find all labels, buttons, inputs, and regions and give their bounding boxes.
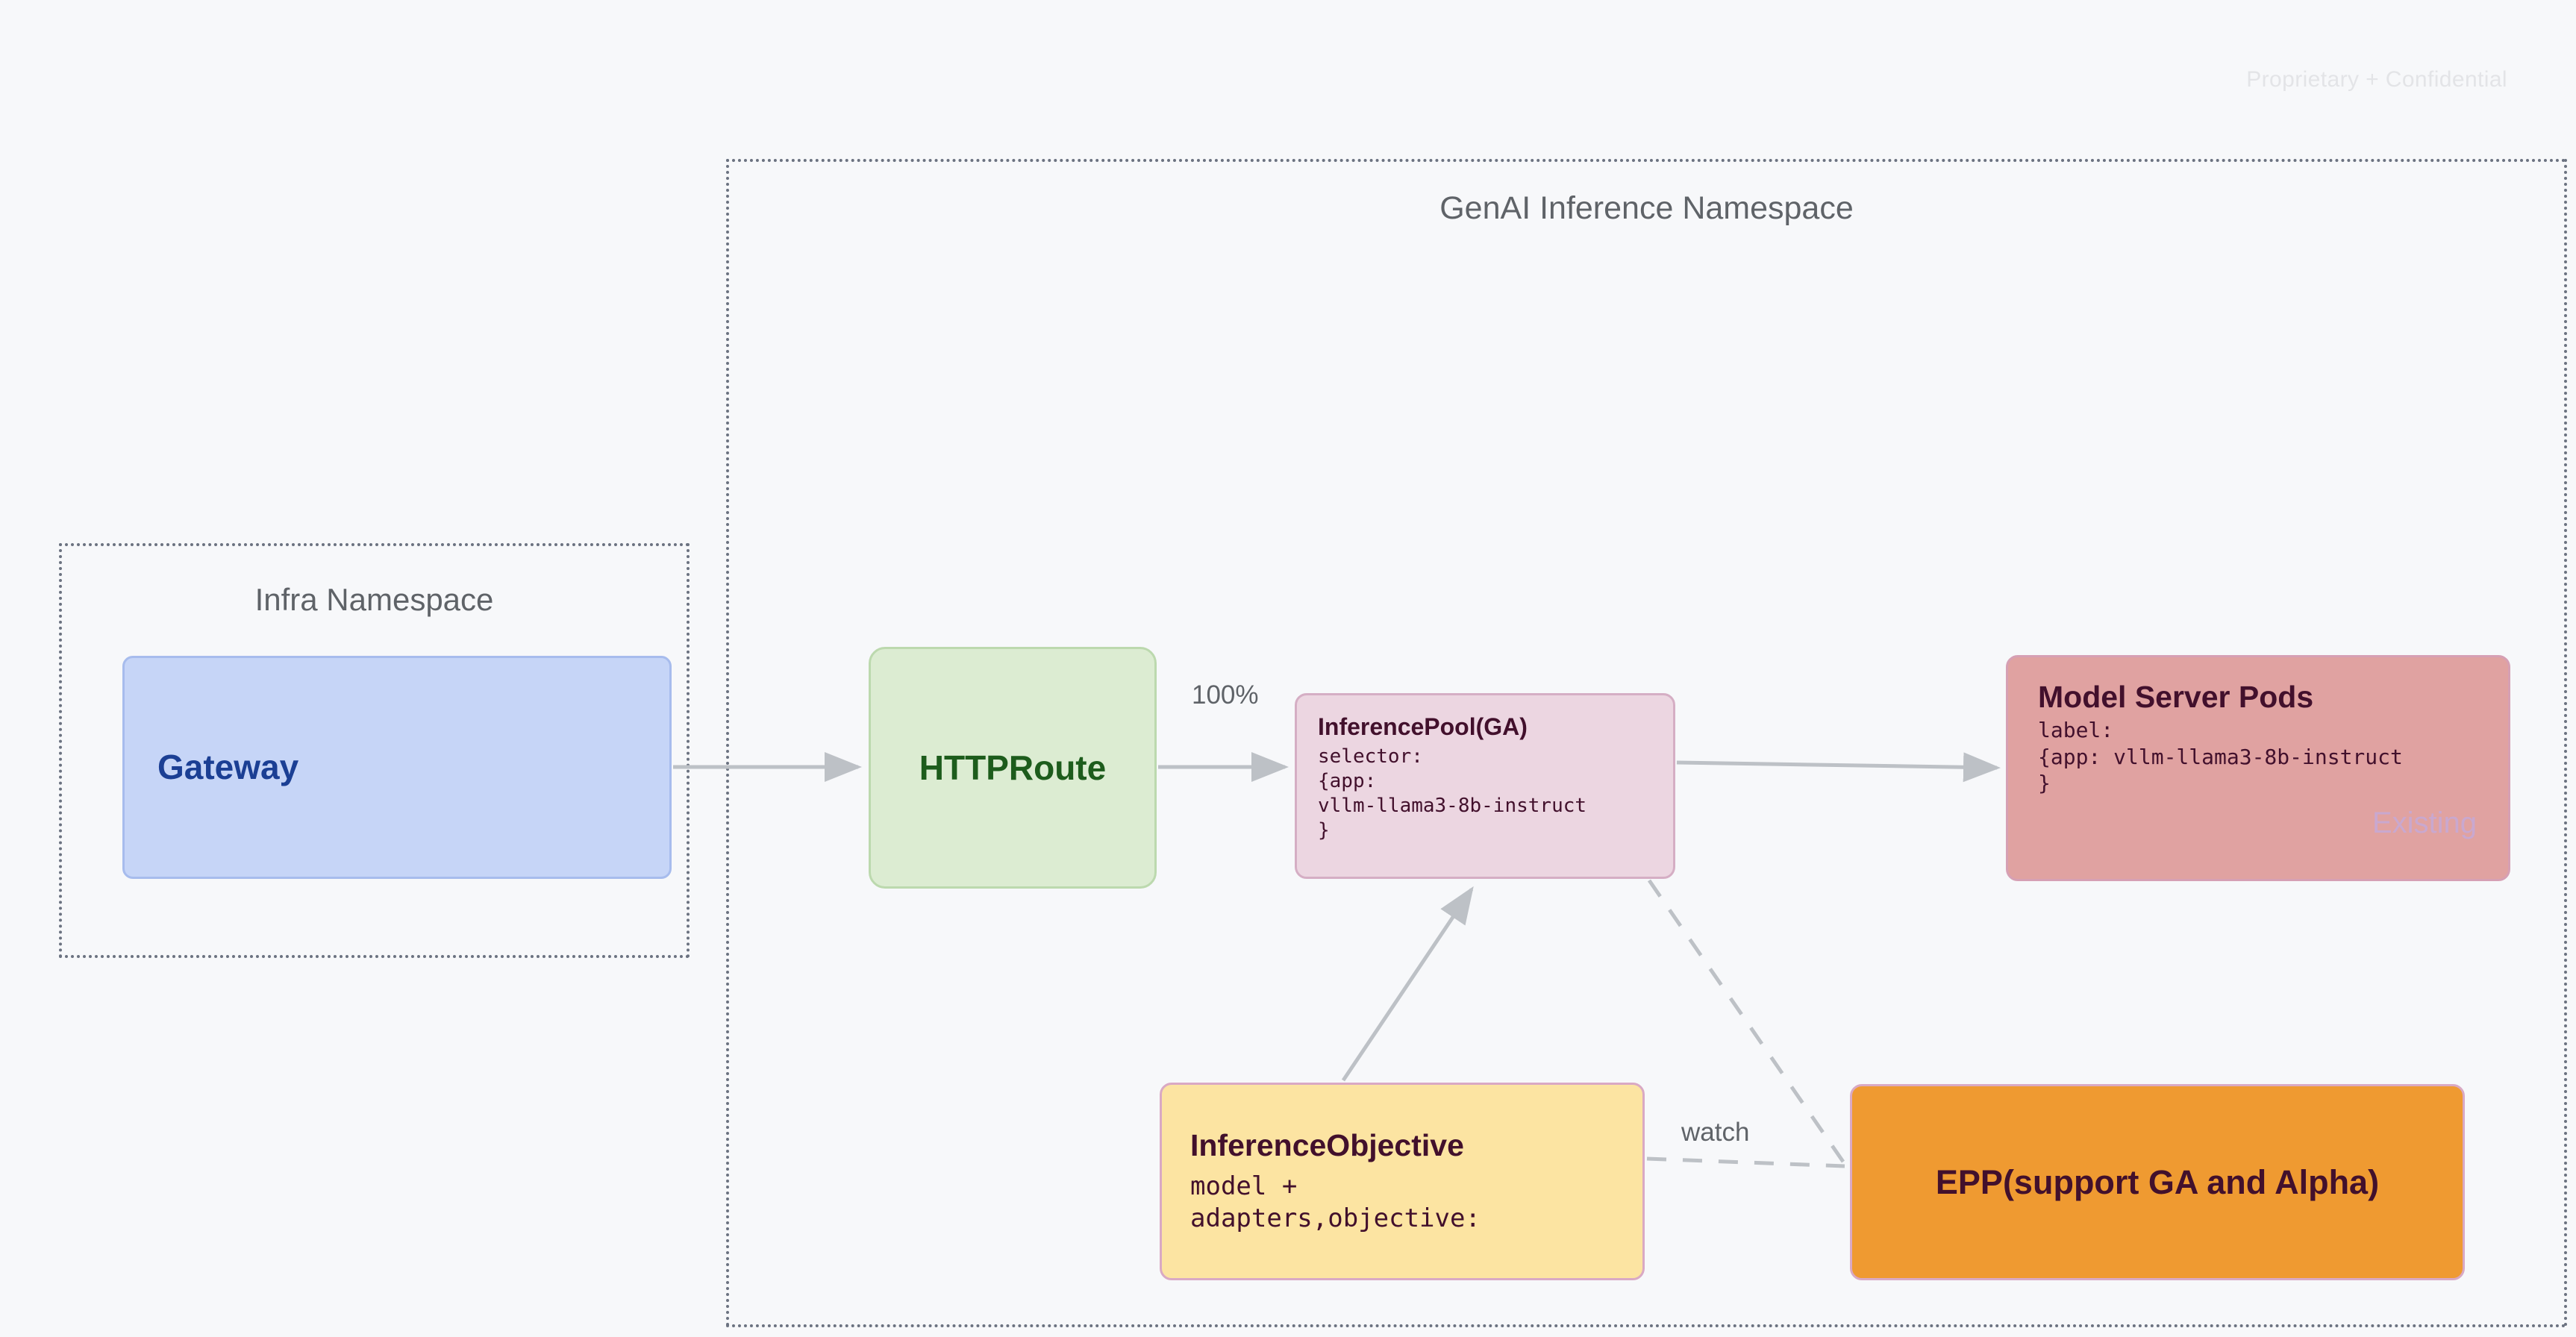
inferenceobjective-spec-code: model + adapters,objective: [1190,1171,1481,1234]
infra-namespace-boundary: Infra Namespace [59,543,690,958]
existing-badge: Existing [2372,807,2477,839]
genai-inference-namespace-boundary: GenAI Inference Namespace [726,159,2567,1327]
infra-namespace-title: Infra Namespace [254,582,494,617]
node-httproute[interactable]: HTTPRoute [869,647,1157,889]
inferenceobjective-title: InferenceObjective [1190,1127,1464,1162]
node-inferencepool[interactable]: InferencePool(GA) selector: {app: vllm-l… [1295,693,1675,879]
edge-label-traffic-weight: 100% [1192,680,1259,710]
node-model-server-pods[interactable]: Model Server Pods label: {app: vllm-llam… [2006,655,2510,881]
node-gateway[interactable]: Gateway [122,656,672,879]
model-server-pods-label-code: label: {app: vllm-llama3-8b-instruct } [2038,718,2403,796]
confidentiality-watermark: Proprietary + Confidential [2246,67,2507,92]
inferencepool-selector-code: selector: {app: vllm-llama3-8b-instruct … [1318,745,1587,842]
gateway-title: Gateway [157,748,299,787]
node-epp[interactable]: EPP(support GA and Alpha) [1850,1084,2465,1280]
epp-title: EPP(support GA and Alpha) [1935,1162,2380,1201]
edge-label-watch: watch [1681,1118,1750,1147]
genai-inference-namespace-title: GenAI Inference Namespace [1439,190,1854,226]
model-server-pods-title: Model Server Pods [2038,680,2314,714]
httproute-title: HTTPRoute [919,748,1107,787]
inferencepool-title: InferencePool(GA) [1318,713,1528,740]
node-inferenceobjective[interactable]: InferenceObjective model + adapters,obje… [1160,1083,1645,1280]
